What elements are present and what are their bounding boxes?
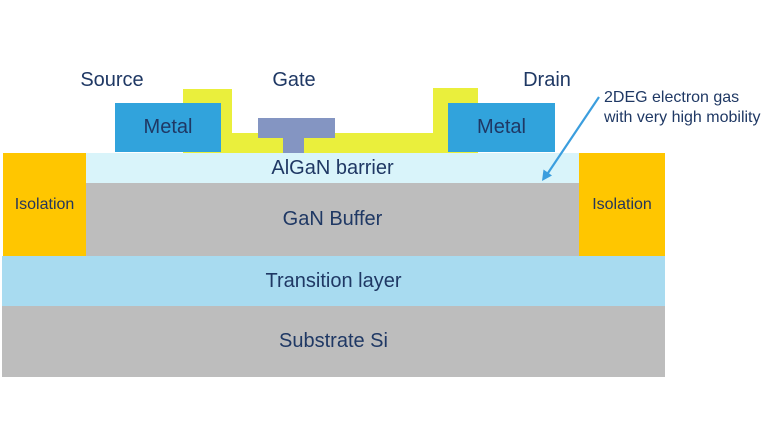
- source-label: Source: [80, 69, 144, 91]
- 2deg-annotation: 2DEG electron gas with very high mobilit…: [604, 88, 768, 128]
- substrate-si-layer: Substrate Si: [2, 306, 665, 377]
- 2deg-annotation-line2: with very high mobility: [604, 109, 761, 126]
- isolation-region-right: Isolation: [579, 153, 665, 256]
- 2deg-annotation-line1: 2DEG electron gas: [604, 89, 740, 106]
- isolation-right-label: Isolation: [592, 195, 652, 213]
- drain-metal-contact: Metal: [448, 103, 555, 152]
- gate-label: Gate: [272, 69, 316, 91]
- drain-metal-label: Metal: [477, 116, 526, 138]
- source-metal-label: Metal: [143, 116, 193, 138]
- transition-layer-label: Transition layer: [265, 269, 402, 292]
- source-metal-contact: Metal: [115, 103, 221, 152]
- substrate-si-label: Substrate Si: [279, 330, 388, 352]
- isolation-region-left: Isolation: [3, 153, 86, 256]
- transition-layer: Transition layer: [2, 256, 665, 306]
- algan-barrier-layer: AlGaN barrier: [86, 153, 579, 183]
- algan-barrier-label: AlGaN barrier: [271, 156, 394, 179]
- gan-buffer-label: GaN Buffer: [282, 208, 383, 230]
- gate-metal-stem: [283, 136, 304, 153]
- drain-label: Drain: [523, 69, 571, 91]
- gan-buffer-layer: GaN Buffer: [86, 183, 579, 256]
- gate-metal-head: [258, 118, 335, 138]
- passivation-recess-strip: [230, 133, 435, 153]
- isolation-left-label: Isolation: [14, 195, 75, 213]
